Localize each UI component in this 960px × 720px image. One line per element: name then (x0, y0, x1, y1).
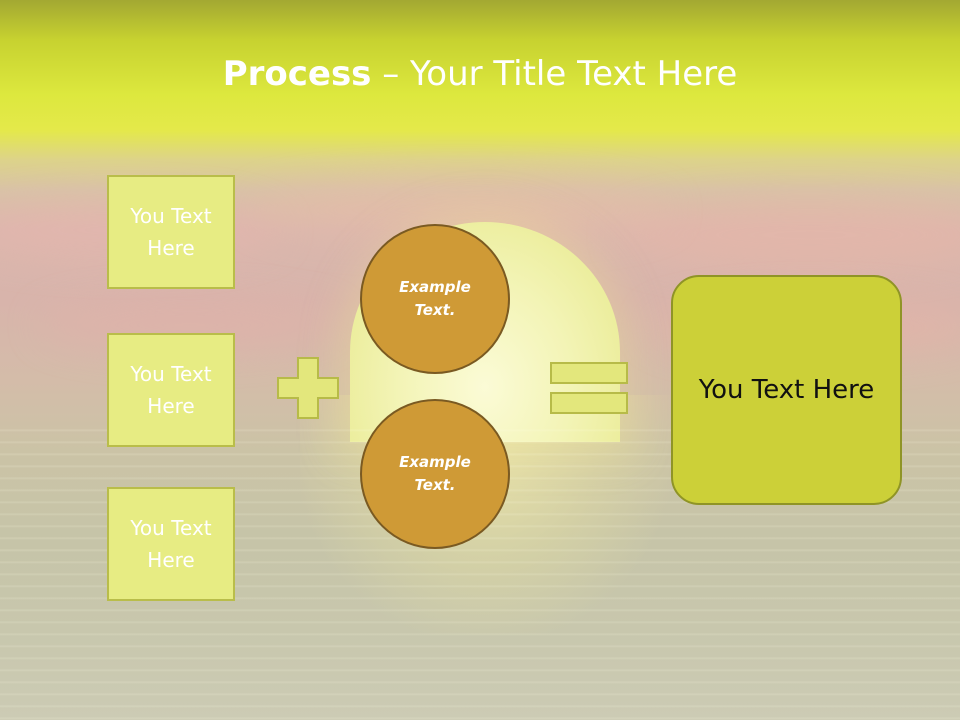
example-circle-1[interactable]: Example Text. (360, 224, 510, 374)
text-box-label: You Text Here (130, 516, 212, 572)
result-box[interactable]: You Text Here (671, 275, 902, 505)
text-box-2[interactable]: You Text Here (107, 333, 235, 447)
text-box-label: You Text Here (130, 204, 212, 260)
title-bold: Process (222, 54, 372, 94)
equals-icon (550, 362, 628, 414)
circle-label: Example Text. (399, 278, 471, 319)
circle-label: Example Text. (399, 453, 471, 494)
plus-icon (277, 357, 339, 419)
title-rest: – Your Title Text Here (371, 54, 738, 94)
text-box-label: You Text Here (130, 362, 212, 418)
background-cloud (620, 200, 960, 270)
text-box-1[interactable]: You Text Here (107, 175, 235, 289)
text-box-3[interactable]: You Text Here (107, 487, 235, 601)
example-circle-2[interactable]: Example Text. (360, 399, 510, 549)
result-label: You Text Here (698, 375, 875, 405)
slide-title: Process – Your Title Text Here (0, 52, 960, 96)
